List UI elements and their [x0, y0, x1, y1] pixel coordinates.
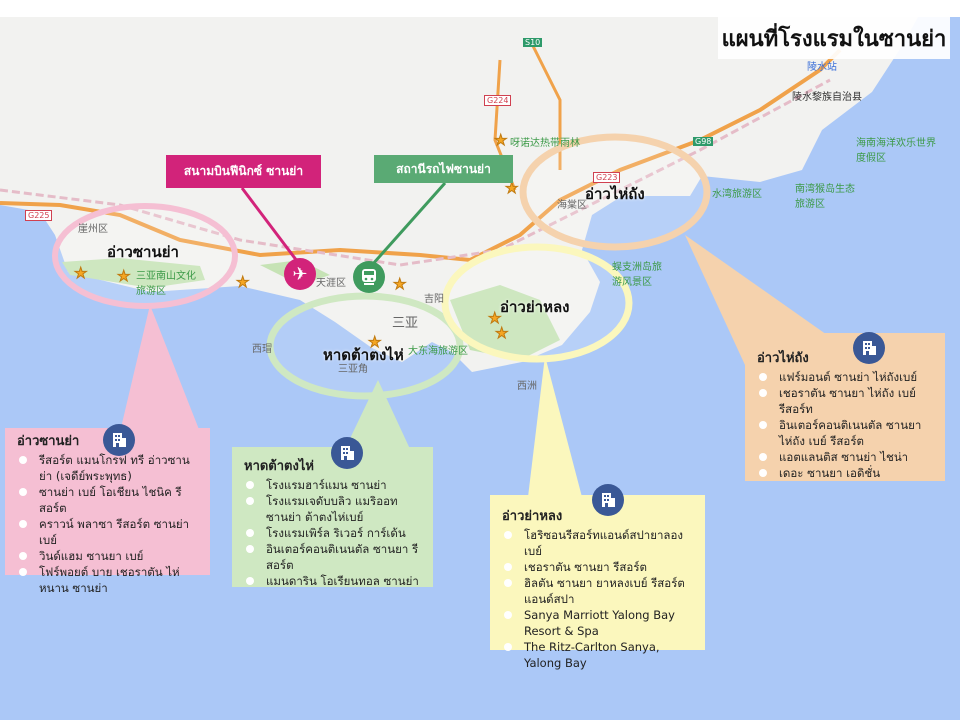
area-label-haitang: อ่าวไห่ถัง [585, 185, 645, 203]
svg-text:★: ★ [495, 324, 508, 342]
yalong-ring [441, 243, 633, 363]
hotel-item[interactable]: โฟร์พอยต์ บาย เชอราตัน ไห่หนาน ซานย่า [17, 564, 200, 596]
hotel-item[interactable]: เดอะ ซานยา เอดิชั่น [757, 465, 935, 481]
hotel-item[interactable]: The Ritz-Carlton Sanya, Yalong Bay [502, 639, 695, 671]
road-shield-g98: G98 [693, 137, 714, 146]
hotel-building-icon [853, 332, 885, 364]
map-label-ocean-world: 海南海洋欢乐世界度假区 [856, 138, 936, 164]
road-shield-g225: G225 [25, 210, 53, 221]
yalong-callout-tail [528, 356, 582, 497]
hotel-list-yalong: อ่าวย่าหลง โฮริซอนรีสอร์ทแอนด์สปายาลองเบ… [490, 495, 705, 670]
hotel-building-icon [592, 484, 624, 516]
map-label-sanyajiao: 三亚角 [338, 364, 368, 375]
hotel-list-title: อ่าวย่าหลง [502, 509, 563, 524]
haitang-ring [519, 133, 711, 251]
hotel-item[interactable]: รีสอร์ต แมนโกรฟ ทรี อ่าวซานย่า (เจดีย์พร… [17, 452, 200, 484]
map-label-jiyang: 吉阳 [424, 294, 444, 305]
map-label-haitang: 海棠区 [557, 200, 587, 211]
hotel-list-title: หาดต้าตงไห่ [244, 459, 314, 474]
hotel-item[interactable]: อินเตอร์คอนติเนนตัล ซานยา รีสอร์ต [244, 541, 423, 573]
svg-text:★: ★ [74, 264, 87, 282]
map-label-dadonghai: 大东海旅游区 [408, 346, 468, 357]
svg-text:★: ★ [505, 179, 518, 197]
hotel-item[interactable]: โฮริซอนรีสอร์ทแอนด์สปายาลองเบย์ [502, 527, 695, 559]
sanya-bay-callout-tail [120, 305, 200, 432]
map-label-lingshui-county: 陵水黎族自治县 [792, 92, 862, 103]
green-area-yalong [450, 285, 560, 360]
road-shield-g224: G224 [484, 95, 512, 106]
map-label-shuiwan: 水湾旅游区 [712, 189, 762, 200]
hotel-list-title: อ่าวไห่ถัง [757, 351, 809, 366]
svg-text:★: ★ [494, 131, 507, 149]
train-leader-line [370, 182, 447, 266]
sanya-bay-ring [52, 203, 238, 309]
area-label-sanya-bay: อ่าวซานย่า [107, 243, 179, 261]
hotel-item[interactable]: Sanya Marriott Yalong Bay Resort & Spa [502, 607, 695, 639]
map-label-wuzhizhou: 蜈支洲岛旅游风景区 [612, 262, 662, 288]
map-label-nanshan: 三亚南山文化旅游区 [136, 271, 196, 297]
hotel-item[interactable]: โรงแรมฮาร์แมน ซานย่า [244, 477, 423, 493]
hotel-item[interactable]: ฮิลตัน ซานยา ยาหลงเบย์ รีสอร์ตแอนด์สปา [502, 575, 695, 607]
hotel-list-title: อ่าวซานย่า [17, 434, 80, 449]
hotel-item[interactable]: วินด์แฮม ซานยา เบย์ [17, 548, 200, 564]
map-label-yanoda: 呀诺达热带雨林 [510, 138, 580, 149]
area-label-yalong: อ่าวย่าหลง [500, 298, 570, 316]
hotel-list-sanya-bay: อ่าวซานย่า รีสอร์ต แมนโกรฟ ทรี อ่าวซานย่… [5, 428, 210, 595]
road-shield-s10: S10 [523, 38, 543, 47]
hotel-building-icon [331, 437, 363, 469]
highway [0, 48, 842, 263]
svg-text:★: ★ [368, 333, 381, 351]
train-station-label[interactable]: สถานีรถไฟซานย่า [374, 155, 513, 183]
svg-text:★: ★ [488, 309, 501, 327]
train-icon[interactable] [353, 261, 385, 293]
area-label-dadonghai: หาดต้าตงไห่ [323, 346, 404, 364]
road-shield-g223: G223 [593, 172, 621, 183]
hotel-item[interactable]: แอตแลนติส ซานย่า ไชน่า [757, 449, 935, 465]
map-label-monkey-island: 南湾猴岛生态旅游区 [795, 184, 855, 210]
hotel-item[interactable]: โรงแรมเจดับบลิว แมริออท ซานย่า ต้าตงไห่เ… [244, 493, 423, 525]
hotel-building-icon [103, 424, 135, 456]
airport-leader-line [240, 187, 302, 266]
hotel-item[interactable]: เชอราตัน ซานยา รีสอร์ต [502, 559, 695, 575]
svg-text:★: ★ [393, 275, 406, 293]
hotel-item[interactable]: โรงแรมเพิร์ล ริเวอร์ การ์เด้น [244, 525, 423, 541]
map-label-xidao: 西瑁 [252, 344, 272, 355]
map-label-lingshui-station: 陵水站 [807, 62, 837, 73]
dadonghai-ring [266, 292, 464, 400]
map-label-sanya: 三亚 [392, 316, 419, 331]
haitang-callout-tail [685, 235, 830, 365]
hotel-item[interactable]: ซานย่า เบย์ โอเชียน ไชนิค รีสอร์ต [17, 484, 200, 516]
hotel-item[interactable]: แมนดาริน โอเรียนทอล ซานย่า [244, 573, 423, 589]
dadonghai-callout-tail [345, 380, 410, 449]
hotel-item[interactable]: คราวน์ พลาซา รีสอร์ต ซานย่า เบย์ [17, 516, 200, 548]
hotel-star-markers: ★★★★★★★★★ [74, 131, 519, 352]
svg-text:★: ★ [236, 273, 249, 291]
hotel-item[interactable]: เชอราตัน ซานยา ไห่ถัง เบย์ รีสอร์ท [757, 385, 935, 417]
airplane-icon[interactable]: ✈ [284, 258, 316, 290]
map-label-xizhou: 西洲 [517, 381, 537, 392]
map-title: แผนที่โรงแรมในซานย่า [718, 17, 950, 59]
airport-label[interactable]: สนามบินฟีนิกซ์ ซานย่า [166, 155, 321, 188]
hotel-item[interactable]: แฟร์มอนต์ ซานย่า ไห่ถังเบย์ [757, 369, 935, 385]
green-area-nanshan [62, 258, 205, 288]
hotel-list-haitang: อ่าวไห่ถัง แฟร์มอนต์ ซานย่า ไห่ถังเบย์ เ… [745, 333, 945, 481]
map-label-tianya: 天涯区 [316, 278, 346, 289]
hotel-list-dadonghai: หาดต้าตงไห่ โรงแรมฮาร์แมน ซานย่า โรงแรมเ… [232, 447, 433, 589]
svg-text:★: ★ [117, 267, 130, 285]
hotel-item[interactable]: อินเตอร์คอนติเนนตัล ซานยา ไห่ถัง เบย์ รี… [757, 417, 935, 449]
map-label-yazhou: 崖州区 [78, 224, 108, 235]
